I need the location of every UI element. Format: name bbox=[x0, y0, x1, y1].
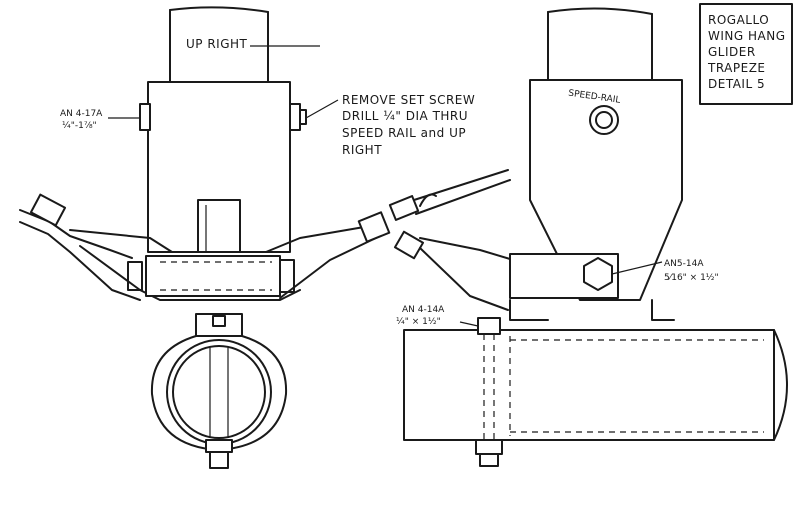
clamp-bottom-nut bbox=[209, 451, 229, 469]
title-line-5: DETAIL 5 bbox=[708, 77, 765, 91]
side-bolt-head-right bbox=[289, 103, 301, 131]
speed-rail-fitting bbox=[529, 79, 683, 301]
title-line-3: GLIDER bbox=[708, 45, 756, 59]
tang-cradle bbox=[79, 245, 301, 301]
control-bar-tube bbox=[403, 329, 775, 441]
right-view-tang-upper bbox=[419, 237, 521, 263]
bracket-right-leg bbox=[651, 299, 675, 321]
control-bar-end bbox=[773, 329, 788, 441]
sleeve-block bbox=[147, 81, 291, 253]
bar-tube bbox=[172, 345, 266, 439]
speed-rail-label: SPEED-RAIL bbox=[568, 89, 621, 106]
an5-leader bbox=[611, 261, 663, 275]
title-line-1: ROGALLO bbox=[708, 13, 769, 27]
note-line-4: RIGHT bbox=[342, 143, 382, 157]
left-view: UP RIGHT AN 4-17A ¼"-1⅞" REMOVE SET SCRE… bbox=[19, 6, 511, 469]
right-cable-fitting bbox=[357, 211, 391, 243]
an4-top-nut bbox=[477, 317, 501, 335]
upright-label: UP RIGHT bbox=[186, 37, 248, 51]
upright-top-break bbox=[169, 6, 269, 13]
an4-leader bbox=[459, 321, 479, 327]
title-block-border bbox=[699, 3, 793, 105]
clamp-bottom-head bbox=[205, 439, 233, 453]
clamp-neck-bolt bbox=[212, 315, 226, 327]
right-cable-lower bbox=[415, 179, 511, 215]
speed-rail-nut-inner bbox=[595, 111, 613, 129]
right-view-cable-fitting bbox=[393, 230, 425, 260]
bolt-leader-right bbox=[305, 99, 339, 119]
note-line-2: DRILL ¼" DIA THRU bbox=[342, 109, 468, 123]
right-tang-lower bbox=[279, 235, 381, 299]
an4-bottom-nut bbox=[479, 453, 499, 467]
right-cable-hook bbox=[419, 193, 437, 207]
title-line-2: WING HANG bbox=[708, 29, 786, 43]
left-bolt-label: AN 4-17A bbox=[60, 109, 103, 119]
side-bolt-head-left bbox=[139, 103, 151, 131]
an4-bottom-head bbox=[475, 439, 503, 455]
right-cable-thimble bbox=[388, 195, 420, 221]
right-tang-upper bbox=[265, 225, 371, 253]
an5-label: AN5-14A bbox=[664, 259, 704, 269]
title-block: ROGALLO WING HANG GLIDER TRAPEZE DETAIL … bbox=[699, 3, 793, 105]
title-line-4: TRAPEZE bbox=[707, 61, 766, 75]
left-tang-upper bbox=[69, 229, 173, 253]
clamp-ring bbox=[166, 339, 272, 445]
an4-size: ¼" × 1½" bbox=[396, 317, 441, 327]
an5-bolt-head bbox=[583, 257, 613, 291]
note-line-1: REMOVE SET SCREW bbox=[342, 93, 475, 107]
an5-size: 5⁄16" × 1½" bbox=[664, 273, 719, 283]
left-cable-lower bbox=[19, 221, 141, 301]
side-bolt-nut-right bbox=[299, 109, 307, 125]
right-view-tang-lower bbox=[419, 247, 509, 311]
left-bolt-size: ¼"-1⅞" bbox=[62, 121, 97, 131]
cross-bolt-head bbox=[127, 261, 143, 291]
cross-bolt-nut bbox=[279, 259, 295, 293]
an4-label: AN 4-14A bbox=[402, 305, 445, 315]
sleeve-slot bbox=[197, 199, 241, 253]
right-upright-top-break bbox=[547, 7, 653, 15]
left-cable-fitting bbox=[29, 193, 67, 227]
cross-bolt-sleeve bbox=[145, 255, 281, 297]
speed-rail-nut-outer bbox=[589, 105, 619, 135]
bracket-left-leg bbox=[509, 299, 549, 321]
note-line-3: SPEED RAIL and UP bbox=[342, 126, 466, 140]
